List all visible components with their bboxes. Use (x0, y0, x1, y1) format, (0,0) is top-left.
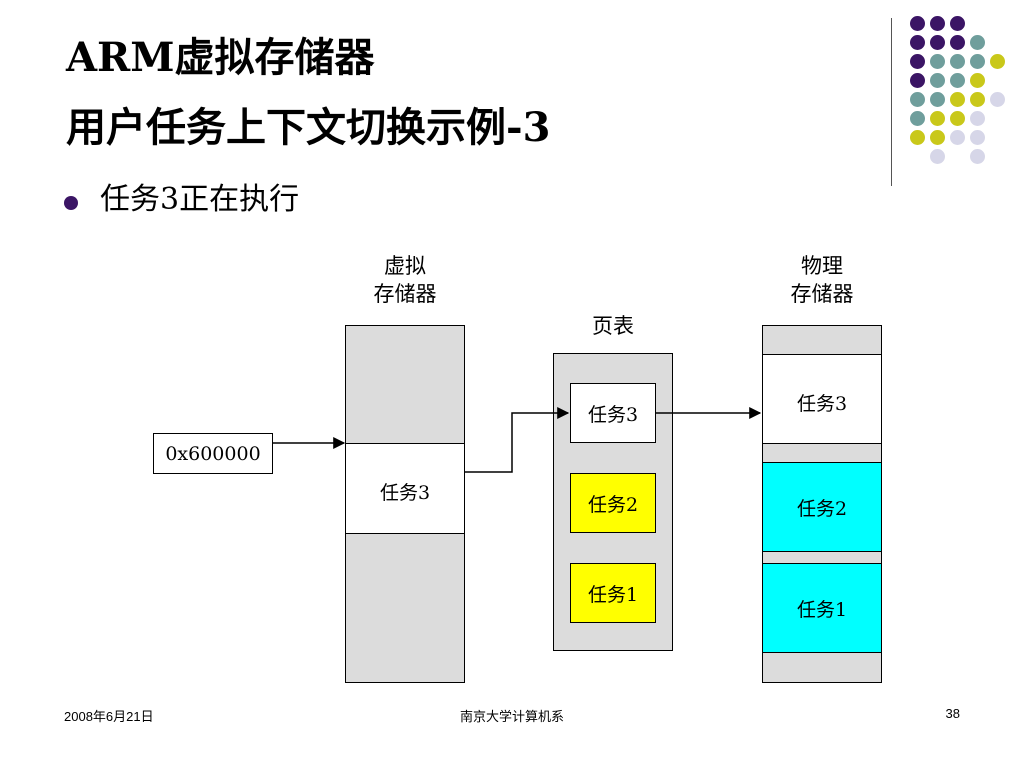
decor-dot (930, 35, 945, 50)
decor-dot (930, 16, 945, 31)
decor-dot (970, 35, 985, 50)
virtual-memory-label-line2: 存储器 (373, 282, 437, 306)
decor-dot (930, 54, 945, 69)
physical-memory-label-line1: 物理 (801, 254, 843, 278)
decor-dot (910, 73, 925, 88)
footer-date: 2008年6月21日 (64, 709, 154, 724)
decor-dot (950, 16, 965, 31)
decor-dot (970, 149, 985, 164)
physical-block: 任务2 (762, 462, 882, 552)
physical-block: 任务3 (762, 354, 882, 444)
decor-dot (970, 92, 985, 107)
decor-dot (930, 111, 945, 126)
decor-dot (950, 92, 965, 107)
decor-dot (930, 149, 945, 164)
decor-dot (970, 54, 985, 69)
decor-dot (910, 92, 925, 107)
physical-block: 任务1 (762, 563, 882, 653)
physical-memory-label: 物理 存储器 (762, 252, 882, 308)
decor-dot (990, 92, 1005, 107)
virtual-memory-label-line1: 虚拟 (384, 254, 426, 278)
page-table-entry: 任务2 (570, 473, 656, 533)
bullet-text: 任务3正在执行 (100, 182, 300, 217)
virtual-task-block: 任务3 (345, 443, 465, 534)
decor-dot (910, 35, 925, 50)
decor-dot (910, 111, 925, 126)
page-table-label: 页表 (592, 314, 634, 338)
decor-dot (990, 54, 1005, 69)
decor-dot (950, 35, 965, 50)
arrow-virtual-to-page-table (465, 407, 570, 473)
decor-dot (910, 54, 925, 69)
bullet-icon (64, 196, 78, 210)
decor-dot (930, 92, 945, 107)
virtual-memory-label: 虚拟 存储器 (345, 252, 465, 308)
decor-dot (970, 111, 985, 126)
decor-dot (950, 130, 965, 145)
decor-dot (930, 73, 945, 88)
physical-memory-label-line2: 存储器 (790, 282, 854, 306)
decor-dot (910, 16, 925, 31)
decor-dot (950, 73, 965, 88)
decorative-dot-grid (0, 0, 1024, 200)
decor-dot (910, 130, 925, 145)
footer-org: 南京大学计算机系 (459, 709, 564, 724)
footer-page-number: 38 (945, 706, 960, 721)
page-table-entry: 任务1 (570, 563, 656, 623)
decor-dot (950, 111, 965, 126)
page-table-entry: 任务3 (570, 383, 656, 443)
decor-dot (950, 54, 965, 69)
decor-dot (930, 130, 945, 145)
slide-title-line2: 用户任务上下文切换示例-3 (66, 104, 551, 151)
decor-dot (970, 73, 985, 88)
decor-dot (970, 130, 985, 145)
decor-vertical-line (891, 18, 892, 186)
address-box: 0x600000 (153, 433, 273, 474)
slide-title-line1: ARM虚拟存储器 (66, 34, 375, 81)
